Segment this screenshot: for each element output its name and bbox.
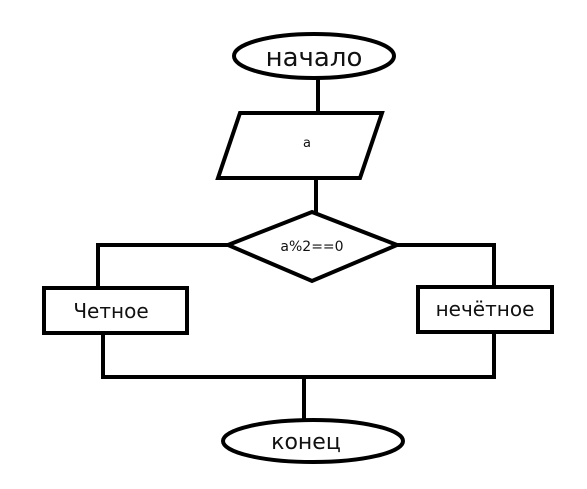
even-node: Четное (42, 286, 189, 335)
start-terminator-shape (232, 32, 396, 80)
edge-decision-to-even (96, 243, 230, 290)
end-label: конец (271, 430, 341, 455)
input-node: a (215, 111, 385, 180)
edge-even-to-merge (101, 331, 306, 379)
start-label: начало (266, 43, 363, 73)
decision-diamond-shape (222, 209, 403, 284)
even-label: Четное (73, 299, 148, 323)
odd-label: нечётное (436, 297, 535, 321)
odd-process-box-shape (416, 285, 554, 334)
decision-label: a%2==0 (280, 239, 343, 255)
odd-node: нечётное (416, 285, 554, 334)
edge-decision-to-odd (395, 243, 496, 289)
end-node: конец (221, 418, 405, 464)
end-terminator-shape (221, 418, 405, 464)
start-node: начало (232, 32, 396, 80)
even-process-box-shape (42, 286, 189, 335)
input-label: a (303, 136, 311, 151)
input-parallelogram-shape (215, 111, 385, 180)
decision-node: a%2==0 (222, 209, 403, 284)
edge-odd-to-merge (302, 331, 496, 379)
